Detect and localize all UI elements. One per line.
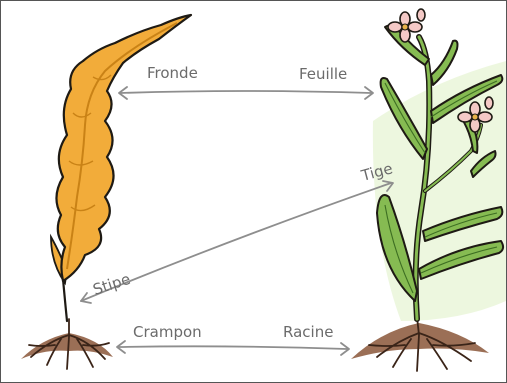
label-racine: Racine bbox=[283, 323, 333, 341]
seaweed-stipe bbox=[63, 279, 67, 321]
plant-roots bbox=[351, 317, 489, 371]
flowering-plant-illustration bbox=[351, 9, 506, 371]
label-stipe: Stipe bbox=[91, 270, 133, 299]
seaweed-holdfast bbox=[21, 319, 113, 369]
fronde-feuille-arrow bbox=[119, 87, 373, 99]
label-crampon: Crampon bbox=[133, 323, 202, 341]
label-feuille: Feuille bbox=[299, 65, 347, 83]
crampon-racine-arrow bbox=[117, 341, 349, 355]
label-fronde: Fronde bbox=[147, 64, 198, 82]
